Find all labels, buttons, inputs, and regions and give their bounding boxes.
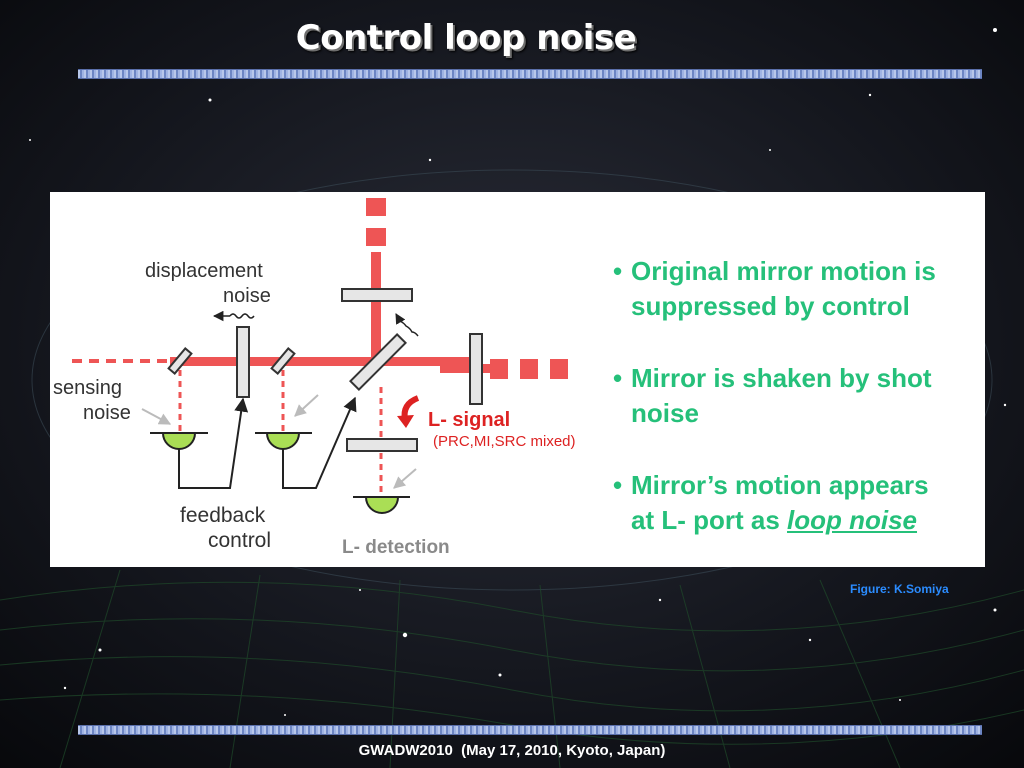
displacement-noise-arrow [212, 310, 255, 322]
sensing-noise-arrow-1 [141, 408, 172, 425]
bullet-list: • Original mirror motion is suppressed b… [613, 254, 993, 575]
bullet-3-line2-prefix: at L- port as [631, 505, 788, 535]
displacement-label-line2: noise [223, 285, 271, 307]
shot-noise-arrow [395, 313, 419, 337]
vertical-beam [371, 252, 381, 365]
main-beam [170, 357, 470, 366]
laser-beams [72, 198, 580, 497]
feedback-label-line1: feedback [180, 504, 266, 527]
photodetector-1 [161, 432, 197, 450]
displacement-label-line1: displacement [145, 260, 263, 282]
figure-panel: displacement noise sensing noise feedbac… [50, 192, 985, 567]
l-detection-label: L- detection [342, 537, 450, 558]
right-end-mirror [469, 333, 483, 405]
loop-noise-emphasis: loop noise [787, 505, 918, 535]
top-end-mirror [341, 288, 413, 302]
sensing-label-line1: sensing [53, 377, 122, 399]
bullet-item: • Mirror is shaken by shot noise [613, 361, 993, 431]
bullet-2-line1: Mirror is shaken by shot [631, 363, 932, 393]
right-beam-solid [440, 364, 492, 373]
figure-credit: Figure: K.Somiya [850, 582, 949, 596]
title-divider [78, 69, 982, 79]
feedback-wire-2 [282, 396, 357, 489]
optical-diagram [72, 198, 580, 514]
photodetector-2 [265, 432, 301, 450]
footer-divider [78, 725, 982, 735]
bullet-1-line2: suppressed by control [631, 291, 910, 321]
l-detection-photodetector [364, 496, 400, 514]
feedback-control-label: feedback control [180, 503, 271, 553]
sensing-noise-arrow-3 [393, 468, 417, 489]
bullet-dot: • [613, 256, 623, 286]
bullet-3-line1: Mirror’s motion appears [631, 470, 929, 500]
feedback-label-line2: control [208, 529, 272, 552]
bullet-1-line1: Original mirror motion is [631, 256, 936, 286]
bullet-3-line2: at L- port as loop noise [631, 503, 993, 538]
sensing-noise-arrow-2 [294, 394, 319, 417]
slide-title: Control loop noise [295, 18, 637, 58]
l-signal-label: L- signal [428, 409, 511, 431]
bullet-item: • Mirror’s motion appears at L- port as … [613, 468, 993, 538]
pickoff-mirror-1 [167, 347, 193, 375]
feedback-wire-1 [178, 397, 249, 489]
bullet-item: • Original mirror motion is suppressed b… [613, 254, 993, 324]
controlled-mirror [236, 326, 250, 398]
bullet-dot: • [613, 470, 623, 500]
pickoff-mirror-2 [270, 347, 296, 375]
bullet-2-line2: noise [631, 398, 699, 428]
beam-splitter [349, 333, 407, 391]
detection-mirror [346, 438, 418, 452]
sensing-noise-label: sensing noise [53, 376, 131, 426]
bullet-dot: • [613, 363, 623, 393]
sensing-label-line2: noise [83, 402, 131, 424]
footer-text: GWADW2010 (May 17, 2010, Kyoto, Japan) [358, 742, 666, 759]
displacement-noise-label: displacement noise [145, 259, 271, 309]
l-signal-note: (PRC,MI,SRC mixed) [433, 433, 576, 450]
